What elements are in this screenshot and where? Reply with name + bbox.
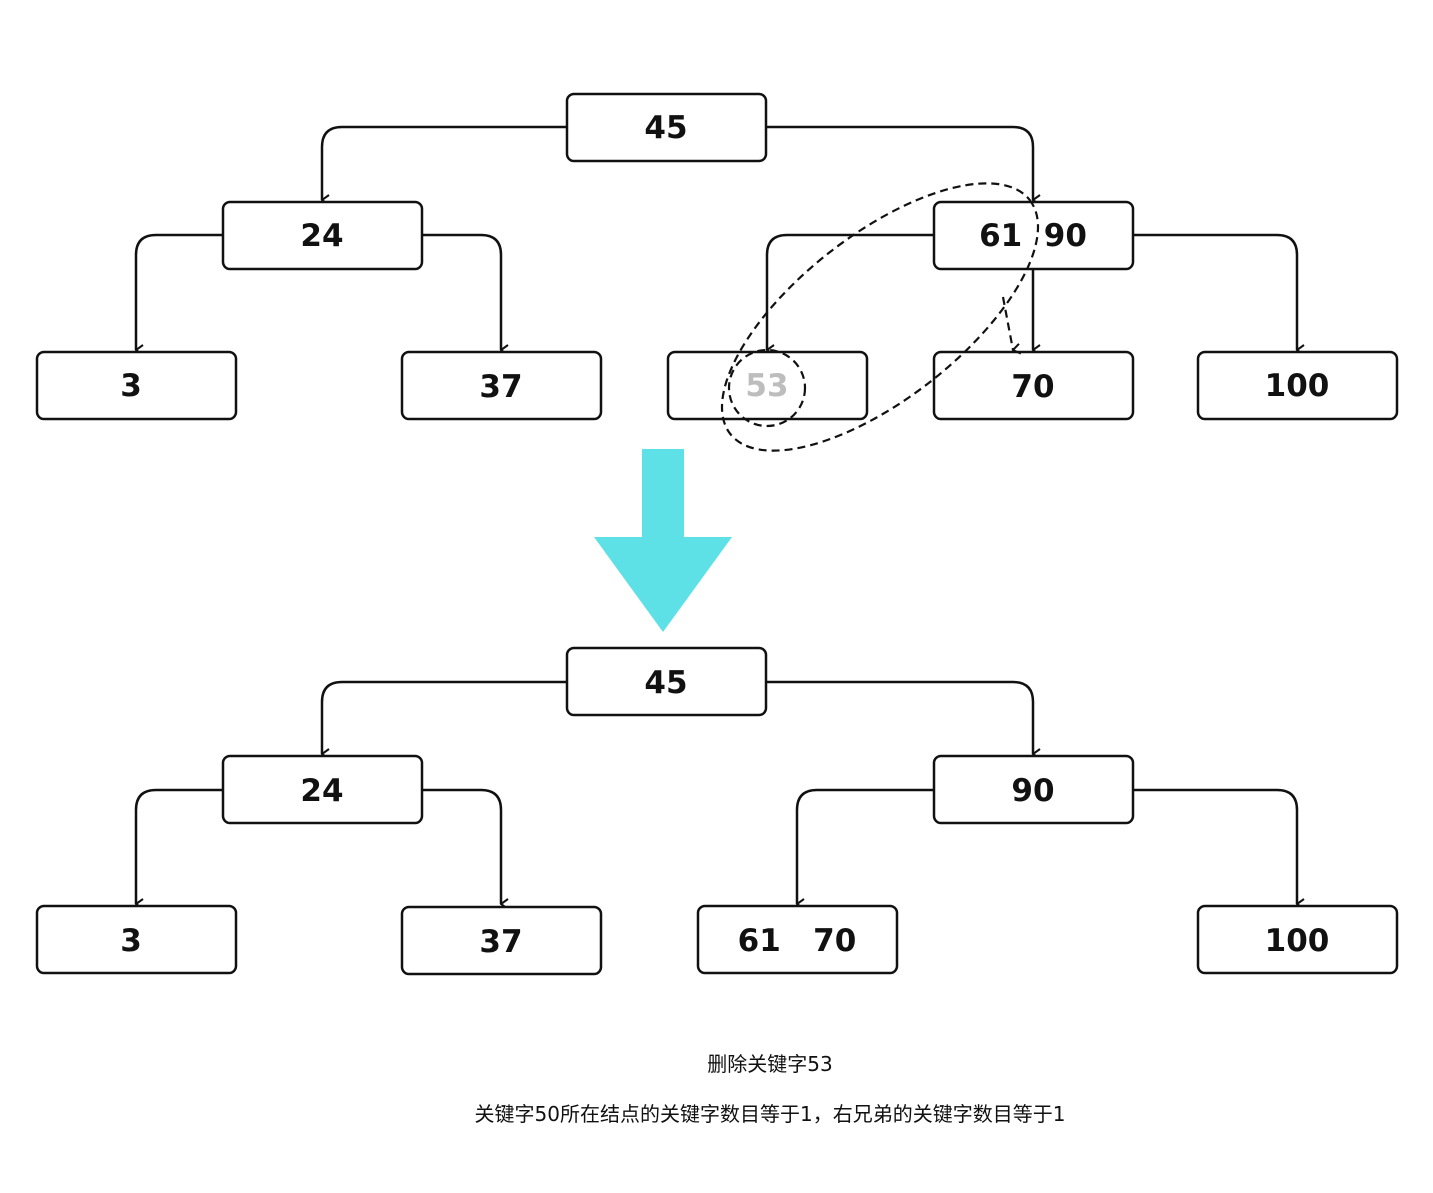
node-90-after: 90 <box>932 754 1135 825</box>
edge-24-to-3 <box>134 233 223 350</box>
edge-24-to-37 <box>422 233 501 350</box>
leaf-61-70-after: 61 70 <box>696 904 899 975</box>
before-tree: 45 24 61 90 3 37 53 70 100 <box>35 92 1399 452</box>
transition-down-arrow-icon <box>594 449 732 632</box>
edge-61-90-to-100 <box>1133 233 1297 350</box>
leaf-37-after: 37 <box>400 905 603 976</box>
edge-24-to-37-after <box>422 788 501 904</box>
edge-45-to-24 <box>320 125 567 200</box>
node-61-90-before: 61 90 <box>932 200 1135 271</box>
node-key: 45 <box>644 110 687 146</box>
edge-90-to-61-70-after <box>795 788 934 904</box>
node-key: 90 <box>1011 773 1054 809</box>
leaf-53-before: 53 <box>666 350 869 421</box>
dashed-ellipse-merge-group <box>720 182 1040 452</box>
leaf-3-after: 3 <box>35 904 238 975</box>
edge-24-to-3-after <box>134 788 223 904</box>
node-key: 24 <box>300 773 343 809</box>
leaf-100-after: 100 <box>1196 904 1399 975</box>
leaf-37-before: 37 <box>400 350 603 421</box>
node-key: 61 90 <box>979 218 1087 254</box>
leaf-3-before: 3 <box>35 350 238 421</box>
leaf-100-before: 100 <box>1196 350 1399 421</box>
edge-45-to-61-90 <box>766 125 1033 200</box>
edge-61-90-to-53 <box>765 233 934 350</box>
dashed-arrow-move-61 <box>1001 296 1013 350</box>
edge-45-to-24-after <box>320 680 567 754</box>
node-key: 3 <box>120 368 142 404</box>
leaf-70-before: 70 <box>932 350 1135 421</box>
after-tree: 45 24 90 3 37 61 70 100 <box>35 646 1399 976</box>
node-key: 45 <box>644 665 687 701</box>
node-root-before: 45 <box>565 92 768 163</box>
node-key: 37 <box>479 369 522 405</box>
node-key: 100 <box>1265 368 1330 404</box>
node-key-deleted: 53 <box>745 368 788 404</box>
node-24-before: 24 <box>221 200 424 271</box>
edge-45-to-90-after <box>766 680 1033 754</box>
node-key: 3 <box>120 923 142 959</box>
node-24-after: 24 <box>221 754 424 825</box>
node-root-after: 45 <box>565 646 768 717</box>
node-key: 24 <box>300 218 343 254</box>
caption-title: 删除关键字53 <box>707 1052 833 1076</box>
node-key: 61 70 <box>738 923 857 959</box>
node-key: 100 <box>1265 923 1330 959</box>
dashed-circle-deleted-key <box>727 348 807 428</box>
node-key: 37 <box>479 924 522 960</box>
edge-90-to-100-after <box>1133 788 1297 904</box>
caption-explanation: 关键字50所在结点的关键字数目等于1，右兄弟的关键字数目等于1 <box>474 1102 1066 1126</box>
node-key: 70 <box>1011 369 1054 405</box>
